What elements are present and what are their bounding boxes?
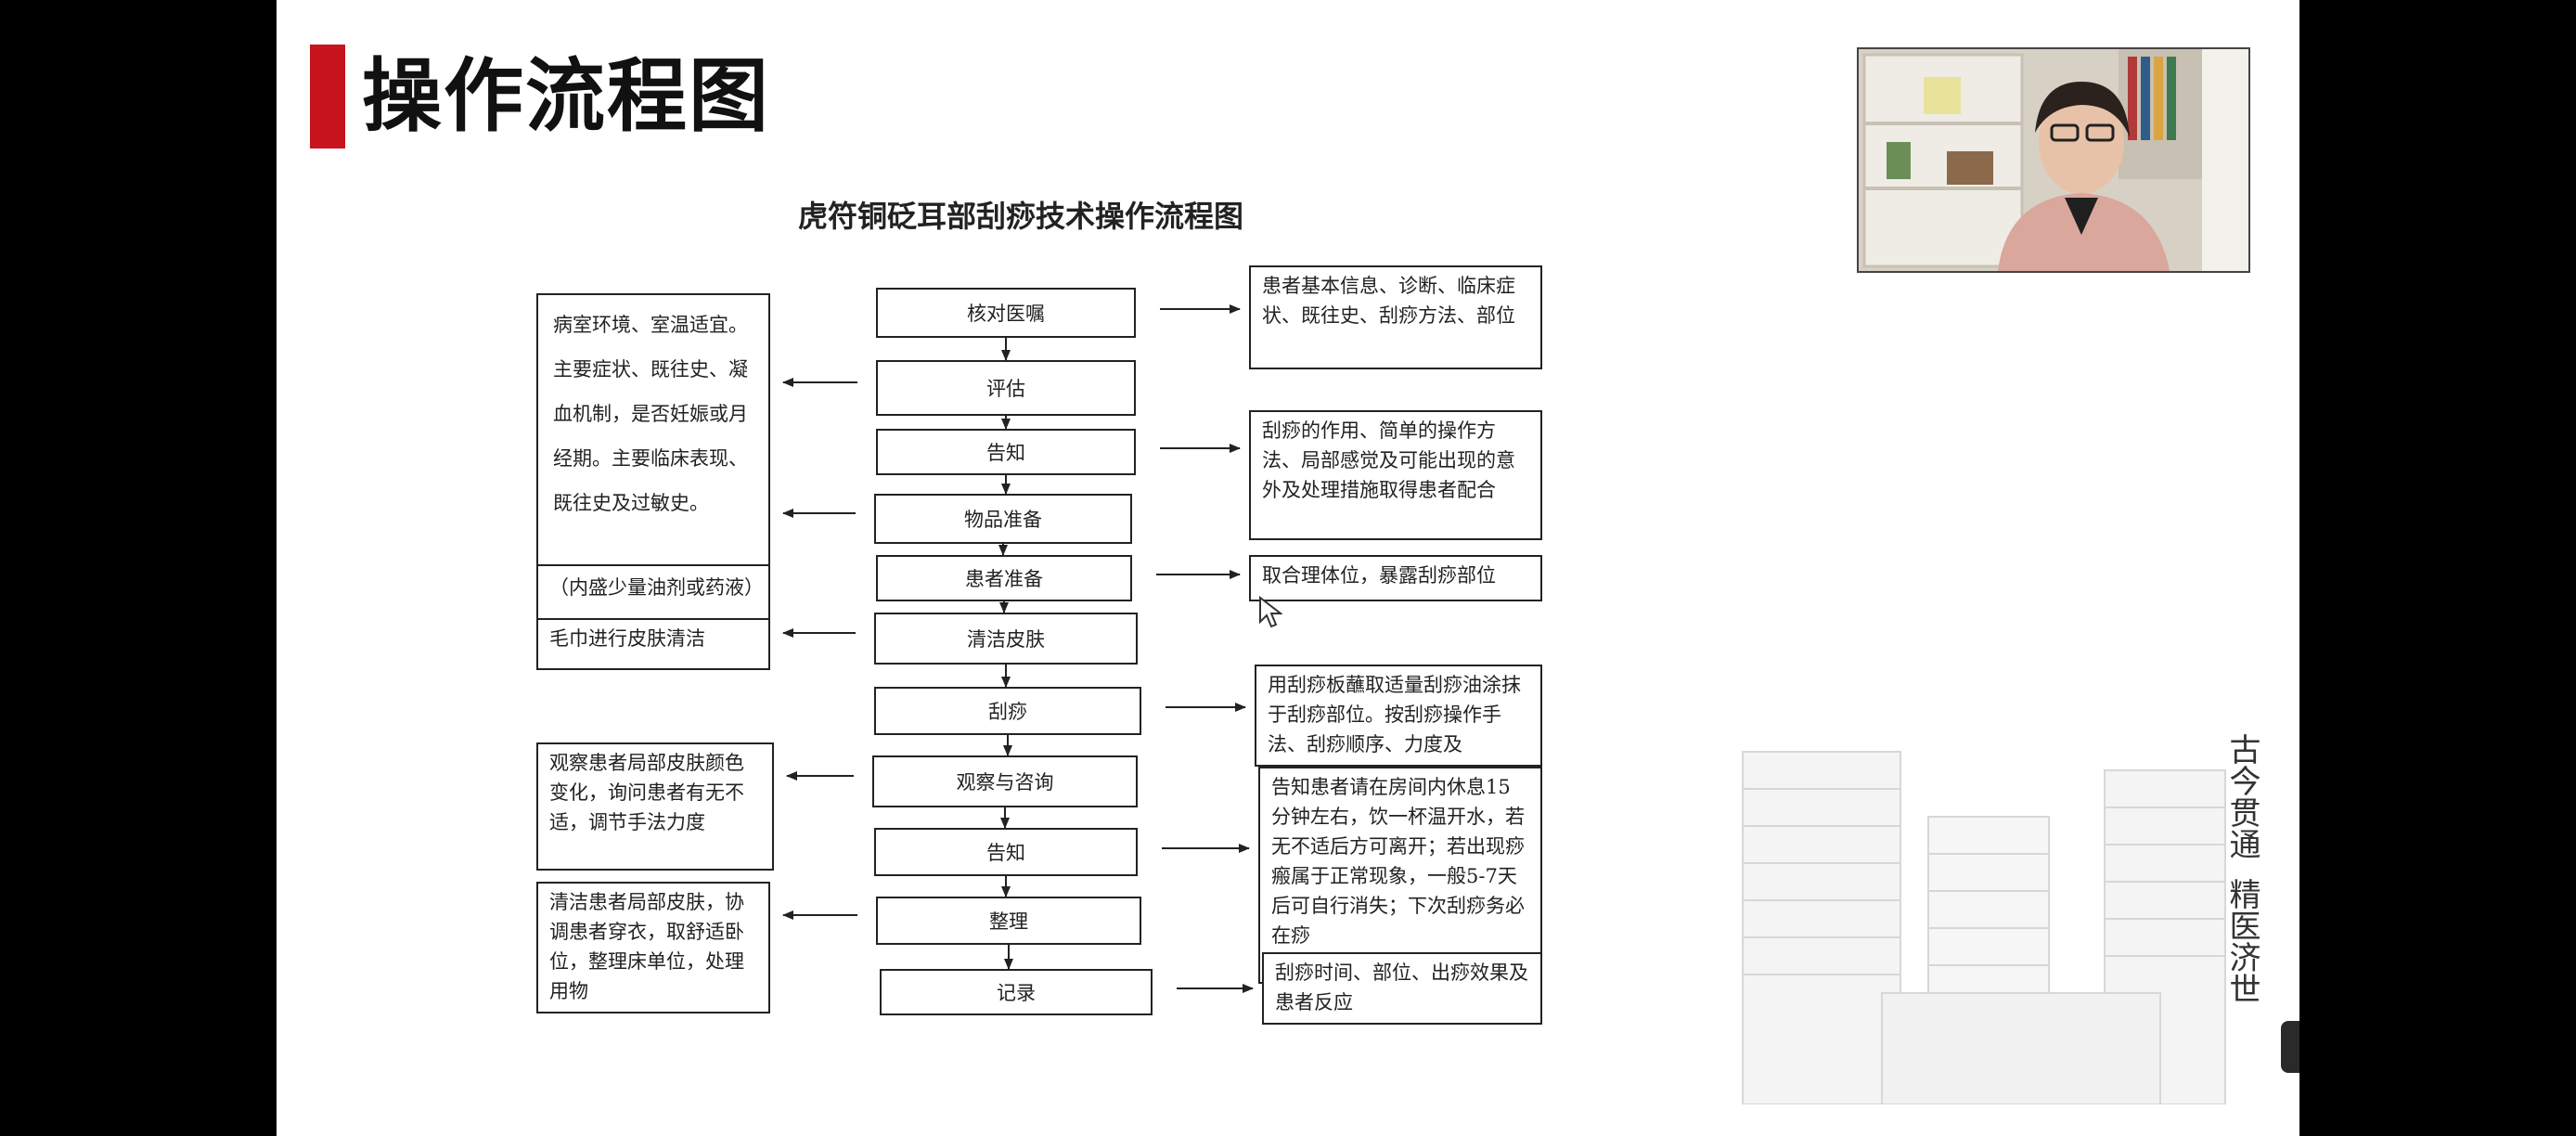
note-text: 患者基本信息、诊断、临床症状、既往史、刮痧方法、部位: [1262, 275, 1515, 327]
step-verify-order: 核对医嘱: [876, 288, 1136, 338]
note-tidy: 清洁患者局部皮肤，协调患者穿衣，取舒适卧位，整理床单位，处理用物: [536, 882, 770, 1013]
note-inform-content: 刮痧的作用、简单的操作方法、局部感觉及可能出现的意外及处理措施取得患者配合: [1249, 410, 1542, 540]
step-label: 告知: [986, 442, 1025, 464]
step-record: 记录: [880, 969, 1153, 1015]
step-label: 患者准备: [965, 568, 1043, 590]
note-observation: 观察患者局部皮肤颜色变化，询问患者有无不适，调节手法力度: [536, 742, 774, 871]
mouse-cursor-icon: [1259, 596, 1282, 628]
page-title: 操作流程图: [362, 50, 770, 143]
step-label: 整理: [989, 910, 1028, 933]
step-tidy-up: 整理: [876, 897, 1141, 945]
step-clean-skin: 清洁皮肤: [874, 613, 1138, 665]
note-towel-clean: 毛巾进行皮肤清洁: [536, 618, 770, 670]
note-record-content: 刮痧时间、部位、出痧效果及患者反应: [1262, 952, 1542, 1025]
flowchart-arrows: [782, 304, 1254, 993]
step-prepare-items: 物品准备: [874, 494, 1132, 544]
step-inform-2: 告知: [874, 828, 1138, 876]
step-label: 告知: [986, 842, 1025, 864]
note-text: 观察患者局部皮肤颜色变化，询问患者有无不适，调节手法力度: [549, 752, 744, 833]
flowchart-title: 虎符铜砭耳部刮痧技术操作流程图: [798, 199, 1244, 234]
step-label: 物品准备: [964, 509, 1042, 531]
step-assess: 评估: [876, 360, 1136, 416]
step-label: 核对医嘱: [967, 303, 1045, 325]
note-position: 取合理体位，暴露刮痧部位: [1249, 555, 1542, 601]
step-label: 记录: [997, 982, 1036, 1004]
note-text: 告知患者请在房间内休息15分钟左右，饮一杯温开水，若无不适后方可离开；若出现痧瘢…: [1271, 776, 1525, 947]
watermark-vertical-text: 古今贯通 精医济世: [2221, 733, 2260, 1004]
side-panel-tab[interactable]: [2281, 1021, 2299, 1073]
step-prepare-patient: 患者准备: [876, 555, 1132, 601]
step-label: 观察与咨询: [956, 771, 1054, 794]
note-text: （内盛少量油剂或药液）: [549, 576, 764, 599]
note-text: 刮痧时间、部位、出痧效果及患者反应: [1275, 962, 1528, 1013]
watermark-line-1: 古今贯通: [2223, 733, 2260, 859]
step-inform-1: 告知: [876, 429, 1136, 475]
note-text: 用刮痧板蘸取适量刮痧油涂抹于刮痧部位。按刮痧操作手法、刮痧顺序、力度及: [1268, 674, 1521, 755]
step-label: 评估: [986, 378, 1025, 400]
step-label: 清洁皮肤: [967, 628, 1045, 651]
note-text: 取合理体位，暴露刮痧部位: [1262, 564, 1496, 587]
step-scraping: 刮痧: [874, 687, 1141, 735]
step-label: 刮痧: [988, 701, 1027, 723]
note-text: 清洁患者局部皮肤，协调患者穿衣，取舒适卧位，整理床单位，处理用物: [549, 891, 744, 1002]
presenter-webcam-video: [1857, 47, 2250, 273]
note-patient-info: 患者基本信息、诊断、临床症状、既往史、刮痧方法、部位: [1249, 265, 1542, 369]
note-assessment: 病室环境、室温适宜。主要症状、既往史、凝血机制，是否妊娠或月经期。主要临床表现、…: [536, 293, 770, 568]
hospital-building-watermark: [1742, 751, 2226, 1104]
note-text: 刮痧的作用、简单的操作方法、局部感觉及可能出现的意外及处理措施取得患者配合: [1262, 420, 1515, 501]
presenter-video-icon: [1859, 49, 2248, 271]
slide: 操作流程图 虎符铜砭耳部刮痧技术操作流程图 古今贯通 精医济世 核对: [277, 0, 2299, 1136]
note-text: 毛巾进行皮肤清洁: [549, 627, 705, 650]
step-observe-consult: 观察与咨询: [872, 755, 1138, 807]
note-scraping-method: 用刮痧板蘸取适量刮痧油涂抹于刮痧部位。按刮痧操作手法、刮痧顺序、力度及: [1255, 665, 1542, 767]
note-after-care: 告知患者请在房间内休息15分钟左右，饮一杯温开水，若无不适后方可离开；若出现痧瘢…: [1258, 767, 1542, 984]
title-accent-bar: [310, 45, 345, 148]
watermark-line-2: 精医济世: [2223, 878, 2260, 1004]
note-text: 病室环境、室温适宜。主要症状、既往史、凝血机制，是否妊娠或月经期。主要临床表现、…: [553, 314, 748, 514]
note-oil-container: （内盛少量油剂或药液）: [536, 564, 770, 622]
